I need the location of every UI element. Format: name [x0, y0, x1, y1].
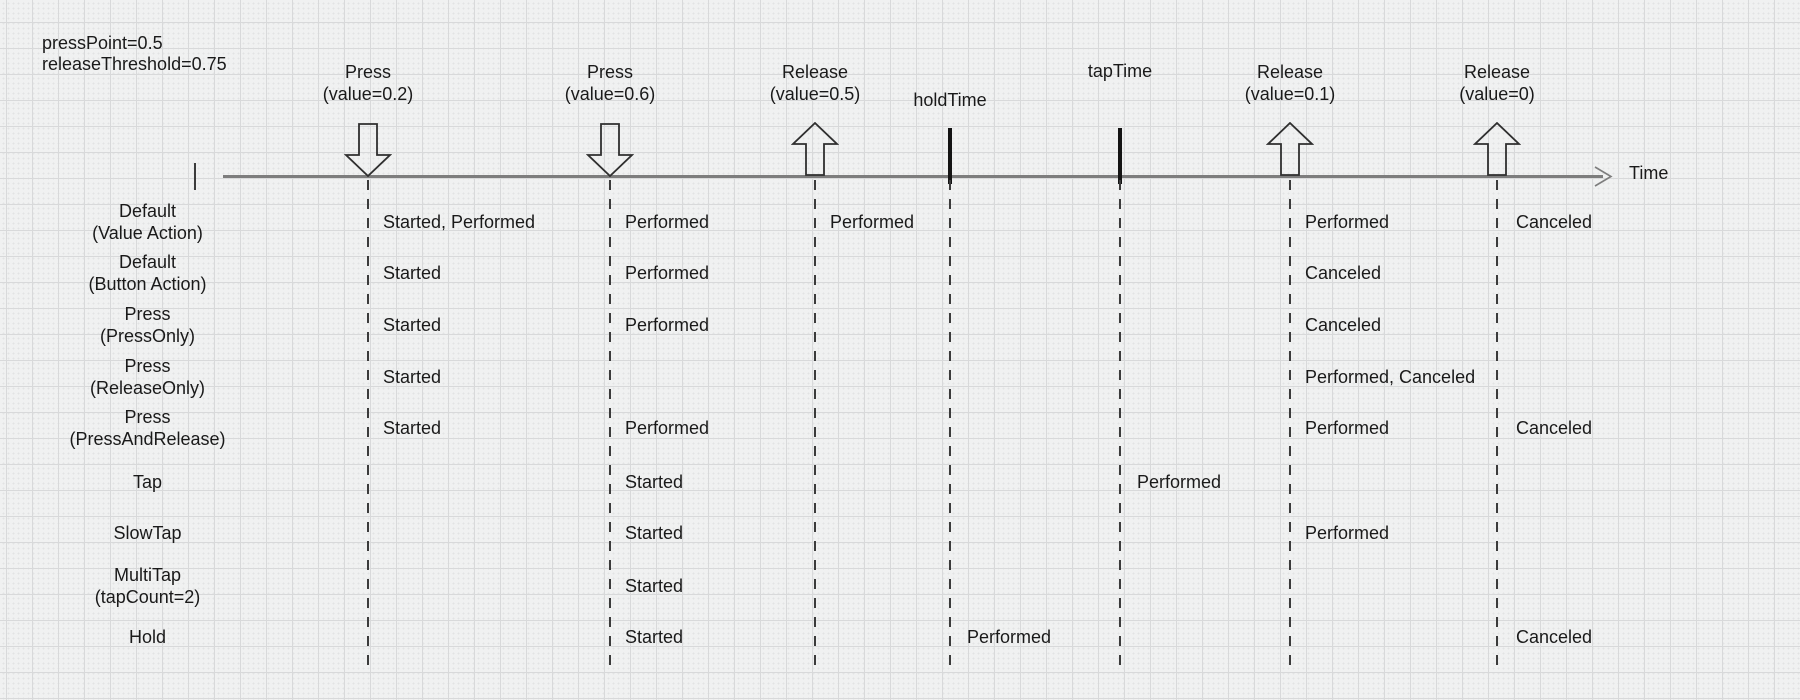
row-label-line1: MultiTap [113, 565, 182, 585]
release-up-arrow-icon [1266, 122, 1314, 176]
event-cell: Canceled [1305, 315, 1382, 335]
marker-label-holdtime-line1: holdTime [913, 90, 987, 110]
event-cell: Started [625, 472, 684, 492]
press-down-arrow-icon [586, 123, 634, 177]
guide-line-press1 [367, 180, 369, 666]
event-cell: Canceled [1305, 263, 1382, 283]
marker-label-taptime-line1: tapTime [1087, 61, 1153, 81]
event-cell: Performed [625, 315, 710, 335]
event-cell: Performed [967, 627, 1052, 647]
event-cell: Performed [625, 212, 710, 232]
guide-line-release2 [1289, 180, 1291, 666]
release-up-arrow-icon [1473, 122, 1521, 176]
row-label-line1: Press [124, 356, 171, 376]
event-cell: Performed [625, 263, 710, 283]
event-cell: Performed [1137, 472, 1222, 492]
row-label-multitap: MultiTap (tapCount=2) [35, 564, 260, 608]
row-label-line1: Default [118, 201, 177, 221]
guide-line-holdtime [949, 180, 951, 666]
marker-label-press2: Press (value=0.6) [520, 61, 700, 105]
guide-line-taptime [1119, 180, 1121, 666]
event-cell: Performed [1305, 523, 1390, 543]
marker-label-press1-line1: Press [344, 62, 391, 82]
time-axis-start-tick [194, 163, 196, 190]
marker-label-release1-line2: (value=0.5) [769, 84, 861, 104]
row-label-press-pressandrelease: Press (PressAndRelease) [35, 406, 260, 450]
press-point-note: pressPoint=0.5 [42, 33, 163, 53]
event-cell: Canceled [1516, 212, 1593, 232]
row-label-slowtap: SlowTap [35, 522, 260, 544]
marker-label-release3-line1: Release [1463, 62, 1531, 82]
event-cell: Performed, Canceled [1305, 367, 1476, 387]
row-label-line1: Press [124, 407, 171, 427]
row-label-line2: (PressOnly) [99, 326, 195, 346]
row-label-line1: Default [118, 252, 177, 272]
marker-label-release3: Release (value=0) [1407, 61, 1587, 105]
event-cell: Canceled [1516, 418, 1593, 438]
row-label-line1: Tap [132, 472, 163, 492]
marker-label-press2-line1: Press [586, 62, 633, 82]
marker-label-release2-line2: (value=0.1) [1244, 84, 1336, 104]
event-cell: Started [383, 315, 442, 335]
time-axis-label: Time [1629, 163, 1669, 183]
time-axis-arrowhead-icon [1594, 166, 1613, 187]
marker-label-release1: Release (value=0.5) [725, 61, 905, 105]
guide-line-press2 [609, 180, 611, 666]
event-cell: Performed [625, 418, 710, 438]
press-down-arrow-icon [344, 123, 392, 177]
row-label-line2: (tapCount=2) [94, 587, 201, 607]
row-label-default-value-action: Default (Value Action) [35, 200, 260, 244]
event-cell: Started [625, 627, 684, 647]
marker-label-release1-line1: Release [781, 62, 849, 82]
event-cell: Performed [1305, 212, 1390, 232]
marker-label-release2: Release (value=0.1) [1200, 61, 1380, 105]
holdtime-tick [948, 128, 952, 184]
parameters-note: pressPoint=0.5 releaseThreshold=0.75 [42, 33, 227, 75]
row-label-line2: (ReleaseOnly) [89, 378, 206, 398]
row-label-hold: Hold [35, 626, 260, 648]
row-label-line1: SlowTap [113, 523, 182, 543]
release-threshold-note: releaseThreshold=0.75 [42, 54, 227, 74]
event-cell: Performed [830, 212, 915, 232]
guide-line-release3 [1496, 180, 1498, 666]
taptime-tick [1118, 128, 1122, 184]
row-label-line2: (PressAndRelease) [69, 429, 226, 449]
row-label-line1: Press [124, 304, 171, 324]
time-axis [223, 175, 1603, 178]
event-cell: Started [383, 367, 442, 387]
row-label-default-button-action: Default (Button Action) [35, 251, 260, 295]
event-cell: Started, Performed [383, 212, 536, 232]
event-cell: Started [625, 523, 684, 543]
marker-label-release3-line2: (value=0) [1459, 84, 1535, 104]
row-label-tap: Tap [35, 471, 260, 493]
marker-label-release2-line1: Release [1256, 62, 1324, 82]
marker-label-press1-line2: (value=0.2) [322, 84, 414, 104]
marker-label-holdtime: holdTime [860, 89, 1040, 111]
row-label-press-releaseonly: Press (ReleaseOnly) [35, 355, 260, 399]
event-cell: Performed [1305, 418, 1390, 438]
event-cell: Started [383, 418, 442, 438]
row-label-line2: (Button Action) [88, 274, 207, 294]
marker-label-taptime: tapTime [1030, 60, 1210, 82]
row-label-line2: (Value Action) [92, 223, 203, 243]
row-label-press-pressonly: Press (PressOnly) [35, 303, 260, 347]
event-cell: Started [383, 263, 442, 283]
row-label-line1: Hold [128, 627, 167, 647]
guide-line-release1 [814, 180, 816, 666]
marker-label-press2-line2: (value=0.6) [564, 84, 656, 104]
release-up-arrow-icon [791, 122, 839, 176]
event-cell: Started [625, 576, 684, 596]
event-cell: Canceled [1516, 627, 1593, 647]
marker-label-press1: Press (value=0.2) [278, 61, 458, 105]
